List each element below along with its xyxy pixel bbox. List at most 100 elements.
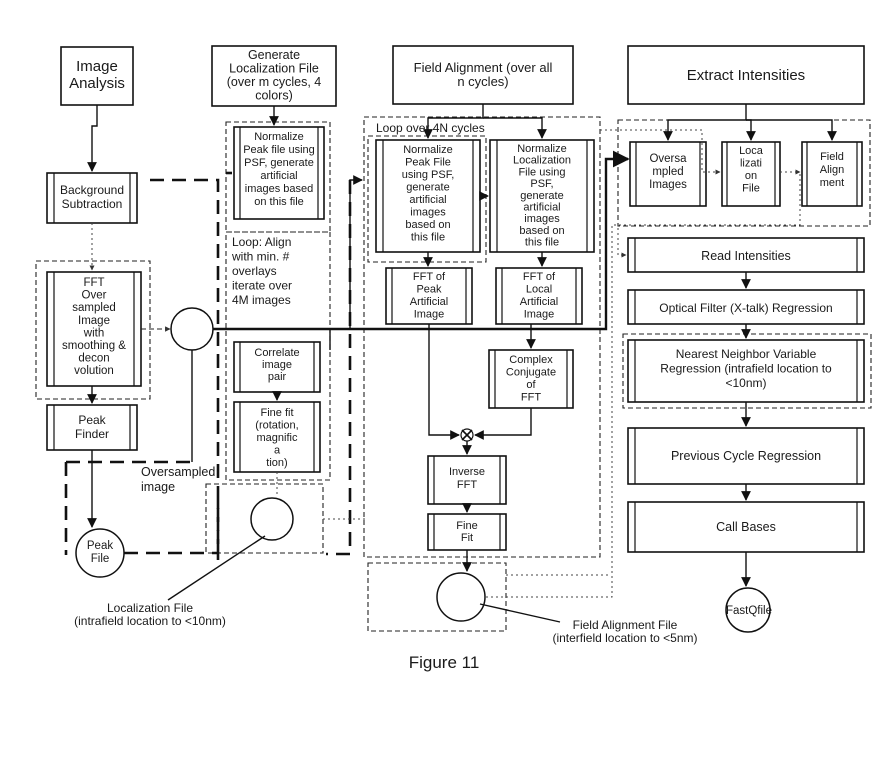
box-fine-fit-rotation-text-line-3: magnific: [257, 432, 298, 444]
box-optical-filter-text: Optical Filter (X-talk) Regression: [659, 301, 832, 315]
box-field-alignment-small-text-line-1: Field: [820, 151, 844, 163]
label-localization-file: Localization File(intrafield location to…: [74, 601, 226, 628]
loop-4n-text: Loop over 4N cycles: [376, 121, 485, 135]
box-oversampled-images-text-line-3: Images: [649, 179, 687, 191]
label-localization-file-line-2: (intrafield location to <10nm): [74, 614, 226, 628]
label-fastq: FastQfile: [726, 605, 772, 617]
box-localization-on-file-text-line-4: File: [742, 183, 760, 195]
box-normalize-peak-mid-text-line-3: using PSF,: [402, 169, 455, 181]
circle-fastq: [725, 587, 771, 633]
box-fft-oversampled-text-line-7: decon: [78, 353, 109, 365]
group-localization-circle: [205, 483, 324, 554]
box-fine-fit-rotation-text-line-5: tion): [266, 457, 287, 469]
box-fine-fit-text-line-1: Fine: [456, 520, 477, 532]
box-peak-finder-text-line-2: Finder: [75, 427, 109, 441]
box-fine-fit-rotation-text-line-1: Fine fit: [260, 407, 293, 419]
box-normalize-loc-mid-text-line-8: based on: [519, 225, 564, 237]
box-nearest-neighbor-text-line-2: Regression (intrafield location to: [660, 362, 832, 376]
label-peak-file-line-1: Peak: [87, 540, 113, 552]
box-normalize-loc-mid-text-line-2: Localization: [513, 155, 571, 167]
label-oversampled-image-line-1: Oversampled: [141, 465, 215, 479]
box-call-bases-text-line-1: Call Bases: [716, 520, 776, 534]
circle-field-alignment-file: [436, 572, 486, 622]
box-oversampled-images-text-line-1: Oversa: [649, 153, 687, 165]
box-peak-finder-text-line-1: Peak: [78, 413, 106, 427]
box-fft-peak-artificial-text-line-1: FFT of: [413, 271, 446, 283]
box-oversampled-images-text-line-2: mpled: [652, 166, 683, 178]
loop-align-text-line-2: with min. #: [231, 250, 290, 264]
box-extract-intensities: Extract Intensities: [627, 45, 865, 105]
loop-4n-text-line-1: Loop over 4N cycles: [376, 121, 485, 135]
box-normalize-peak-left-text-line-4: artificial: [260, 170, 297, 182]
box-normalize-peak-mid-text-line-6: images: [410, 207, 446, 219]
box-background-subtraction-text-line-1: Background: [60, 183, 124, 197]
box-normalize-loc-mid-text-line-4: PSF,: [530, 178, 553, 190]
box-inverse-fft-text-line-1: Inverse: [449, 466, 485, 478]
box-fft-oversampled-text-line-4: Image: [78, 315, 110, 327]
box-normalize-loc-mid-text-line-1: Normalize: [517, 143, 567, 155]
box-fft-local-artificial-text-line-1: FFT of: [523, 271, 556, 283]
figure-caption: Figure 11: [409, 653, 480, 672]
box-fft-peak-artificial-text-line-2: Peak: [416, 284, 442, 296]
box-normalize-peak-mid-text-line-4: generate: [406, 182, 449, 194]
box-generate-localization-text-line-4: colors): [255, 89, 293, 103]
box-fine-fit-rotation-text-line-2: (rotation,: [255, 420, 298, 432]
box-inverse-fft-text-line-2: FFT: [457, 479, 477, 491]
box-field-alignment-small-text-line-2: Align: [820, 164, 844, 176]
box-fft-oversampled-text-line-5: with: [83, 327, 104, 339]
box-image-analysis-text-line-1: Image: [76, 58, 118, 75]
box-fft-oversampled-text-line-8: volution: [74, 365, 114, 377]
box-normalize-loc-mid-text-line-7: images: [524, 213, 560, 225]
box-correlate-text-line-2: image: [262, 359, 292, 371]
box-previous-cycle: Previous Cycle Regression: [627, 427, 865, 485]
box-normalize-peak-mid-text-line-7: based on: [405, 219, 450, 231]
box-read-intensities-text: Read Intensities: [701, 249, 791, 263]
label-field-alignment-file-line-1: Field Alignment File: [573, 618, 678, 632]
box-normalize-loc-mid-text-line-6: artificial: [523, 202, 560, 214]
box-field-alignment-text-line-2: n cycles): [457, 74, 508, 89]
box-normalize-loc-mid-text-line-3: File using: [518, 166, 565, 178]
box-field-alignment-small-text-line-3: ment: [820, 177, 844, 189]
box-previous-cycle-text: Previous Cycle Regression: [671, 449, 821, 463]
box-extract-intensities-text: Extract Intensities: [687, 67, 805, 84]
loop-align-text-line-5: 4M images: [232, 293, 291, 307]
box-normalize-peak-left-text-line-2: Peak file using: [243, 144, 315, 156]
loop-align-text-line-3: overlays: [232, 264, 277, 278]
box-complex-conjugate-text-line-4: FFT: [521, 392, 541, 404]
group-loop-4n: [363, 116, 601, 558]
loop-align-text-line-4: iterate over: [232, 279, 292, 293]
box-fft-peak-artificial-text-line-3: Artificial: [410, 296, 449, 308]
box-complex-conjugate-text-line-3: of: [526, 379, 536, 391]
multiply-node: [460, 428, 474, 442]
box-correlate-text-line-3: pair: [268, 371, 287, 383]
group-loop-align: [225, 231, 331, 481]
